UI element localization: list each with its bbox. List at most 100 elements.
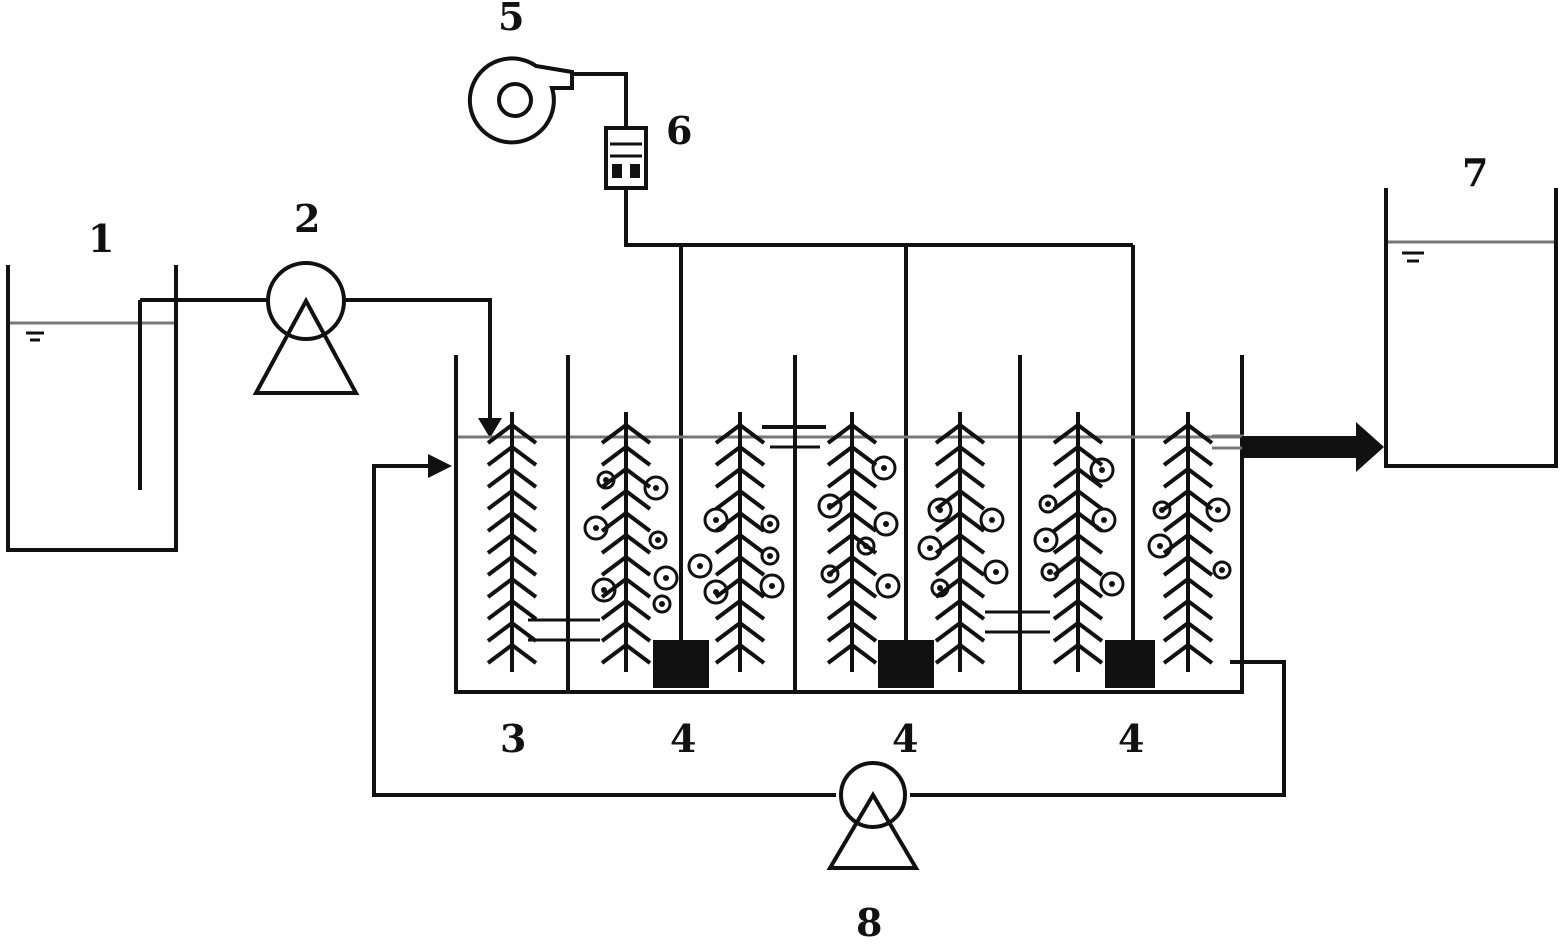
water-level-symbol-2 — [1402, 251, 1424, 263]
bubble — [687, 553, 713, 579]
label-4b: 4 — [892, 716, 918, 761]
recycle-pipe-right — [910, 660, 1286, 797]
water-level-symbol — [26, 331, 44, 342]
bubble — [648, 530, 668, 550]
plant-4 — [826, 412, 878, 672]
recycle-arrow — [428, 454, 452, 478]
bubble — [653, 565, 679, 591]
bubble-core — [601, 587, 607, 593]
effluent-arrow — [1356, 422, 1384, 472]
plant-7 — [1162, 412, 1214, 672]
bubble-core — [827, 503, 833, 509]
bubble — [1205, 497, 1231, 523]
label-4a: 4 — [670, 716, 696, 761]
bubble — [871, 455, 897, 481]
bubble-core — [713, 589, 719, 595]
bubble-core — [767, 521, 773, 527]
blower-icon — [467, 56, 574, 145]
plant-3 — [714, 412, 766, 672]
bubble — [930, 578, 950, 598]
bubble-core — [593, 525, 599, 531]
label-3: 3 — [500, 716, 526, 761]
bubble — [652, 594, 672, 614]
air-pipe-main — [572, 72, 628, 128]
aerator-1 — [653, 640, 709, 688]
plant-5 — [934, 412, 986, 672]
bubble — [875, 573, 901, 599]
bubble-core — [937, 585, 943, 591]
bubble — [1040, 562, 1060, 582]
bubble-core — [863, 543, 869, 549]
bubble — [1152, 500, 1172, 520]
aerator-2 — [878, 640, 934, 688]
plant-6 — [1052, 412, 1104, 672]
bubble — [820, 564, 840, 584]
bubble-core — [881, 465, 887, 471]
bubble — [983, 559, 1009, 585]
bubble — [917, 535, 943, 561]
plant-1 — [486, 412, 538, 672]
bubble — [1033, 527, 1059, 553]
bubble-core — [1047, 569, 1053, 575]
bubble-core — [885, 583, 891, 589]
bubble-core — [1215, 507, 1221, 513]
flowmeter-icon — [604, 126, 648, 190]
aerator-3 — [1105, 640, 1155, 688]
bubble-core — [767, 553, 773, 559]
bubble-core — [1157, 543, 1163, 549]
bubble — [703, 507, 729, 533]
bubble-core — [697, 563, 703, 569]
bubble — [596, 470, 616, 490]
air-bubbles — [583, 455, 1232, 614]
bubble — [760, 546, 780, 566]
bubble — [1147, 533, 1173, 559]
feed-pump-icon — [252, 261, 360, 395]
recycle-pipe-left — [372, 464, 836, 797]
air-header — [624, 188, 1133, 247]
bubble-core — [1109, 581, 1115, 587]
bubble — [1091, 507, 1117, 533]
feed-pipe-out — [344, 298, 492, 420]
bubble — [583, 515, 609, 541]
bubble-core — [663, 575, 669, 581]
bubble-core — [883, 521, 889, 527]
bubble-core — [937, 507, 943, 513]
media-plants — [486, 412, 1214, 672]
bubble — [759, 573, 785, 599]
reactor-tank — [454, 355, 1244, 694]
bubble-core — [603, 477, 609, 483]
label-6: 6 — [666, 108, 692, 153]
bubble-core — [659, 601, 665, 607]
bubble — [1099, 571, 1125, 597]
bubble — [979, 507, 1005, 533]
bubble — [1089, 457, 1115, 483]
label-5: 5 — [498, 0, 524, 39]
bubble-core — [1099, 467, 1105, 473]
label-7: 7 — [1462, 150, 1488, 195]
bubble — [873, 511, 899, 537]
influent-tank — [6, 265, 178, 552]
bubble-core — [989, 517, 995, 523]
bubble-core — [1219, 567, 1225, 573]
bubble-core — [927, 545, 933, 551]
bubble-core — [993, 569, 999, 575]
bubble — [760, 514, 780, 534]
bubble — [703, 579, 729, 605]
bubble-core — [1159, 507, 1165, 513]
plant-2 — [600, 412, 652, 672]
bubble-core — [1043, 537, 1049, 543]
bubble-core — [653, 485, 659, 491]
label-4c: 4 — [1118, 716, 1144, 761]
bubble — [1212, 560, 1232, 580]
bubble — [591, 577, 617, 603]
bubble — [643, 475, 669, 501]
bubble — [927, 497, 953, 523]
bubble-core — [1045, 501, 1051, 507]
label-2: 2 — [294, 196, 320, 241]
recycle-pump-icon — [826, 761, 920, 870]
bubble-core — [713, 517, 719, 523]
bubble — [817, 493, 843, 519]
bubble — [1038, 494, 1058, 514]
bubble-core — [1101, 517, 1107, 523]
